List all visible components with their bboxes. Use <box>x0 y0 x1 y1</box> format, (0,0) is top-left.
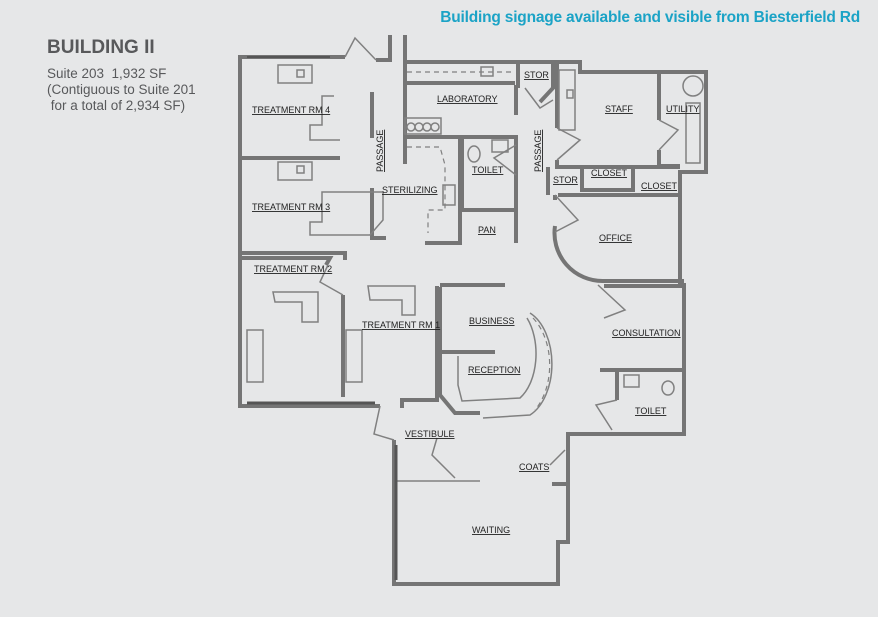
walls <box>238 35 708 586</box>
room-business: BUSINESS <box>469 316 515 326</box>
room-reception: RECEPTION <box>468 365 521 375</box>
room-labels: TREATMENT RM 4 PASSAGE LABORATORY STOR S… <box>252 70 700 535</box>
room-passage-left: PASSAGE <box>375 130 385 172</box>
room-stor-top: STOR <box>524 70 549 80</box>
building-title: BUILDING II <box>47 37 155 58</box>
room-treatment-rm-4: TREATMENT RM 4 <box>252 105 330 115</box>
room-waiting: WAITING <box>472 525 510 535</box>
room-treatment-rm-1: TREATMENT RM 1 <box>362 320 440 330</box>
room-sterilizing: STERILIZING <box>382 185 438 195</box>
fixtures <box>246 36 704 580</box>
room-vestibule: VESTIBULE <box>405 429 455 439</box>
room-treatment-rm-3: TREATMENT RM 3 <box>252 202 330 212</box>
room-pan: PAN <box>478 225 496 235</box>
suite-info: Suite 203 1,932 SF(Contiguous to Suite 2… <box>47 66 196 114</box>
suite-line: (Contiguous to Suite 201 <box>47 82 196 97</box>
room-treatment-rm-2: TREATMENT RM 2 <box>254 264 332 274</box>
room-passage-right: PASSAGE <box>533 130 543 172</box>
room-closet-2: CLOSET <box>641 181 678 191</box>
suite-line: for a total of 2,934 SF) <box>47 98 186 113</box>
room-coats: COATS <box>519 462 549 472</box>
room-stor-mid: STOR <box>553 175 578 185</box>
room-toilet-bottom: TOILET <box>635 406 667 416</box>
room-office: OFFICE <box>599 233 632 243</box>
signage-note: Building signage available and visible f… <box>440 9 860 26</box>
room-staff: STAFF <box>605 104 633 114</box>
suite-line: Suite 203 1,932 SF <box>47 66 167 81</box>
room-laboratory: LABORATORY <box>437 94 498 104</box>
room-closet-1: CLOSET <box>591 168 628 178</box>
room-consultation: CONSULTATION <box>612 328 681 338</box>
room-toilet-top: TOILET <box>472 165 504 175</box>
room-utility: UTILITY <box>666 104 700 114</box>
